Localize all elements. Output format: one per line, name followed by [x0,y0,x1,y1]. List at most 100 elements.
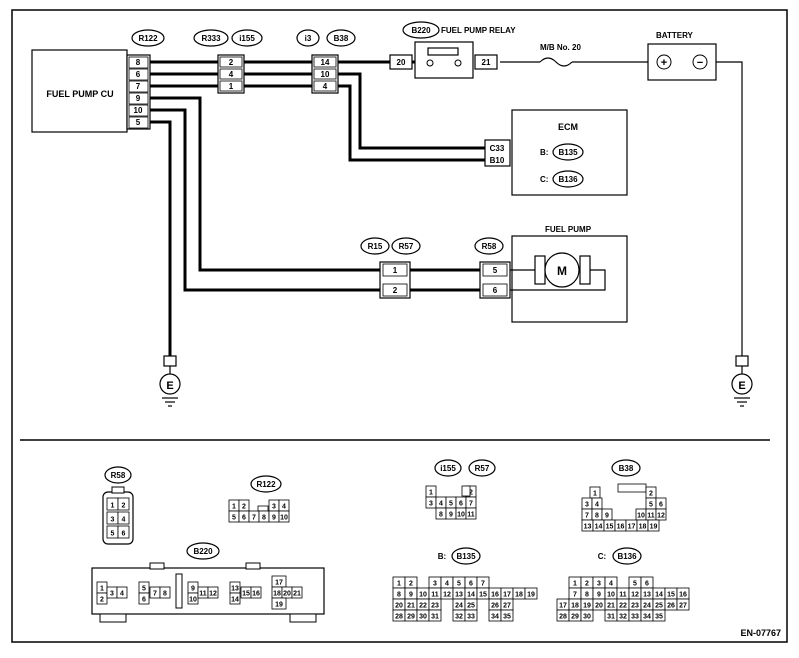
face-b136-r2-pin-22: 22 [619,603,627,610]
face-b136-r2-pin-25: 25 [655,603,663,610]
face-b135-r2-pin-22: 22 [419,603,427,610]
ecm-label: ECM [558,122,578,132]
battery-plus-terminal [656,54,672,70]
face-b136-r1-pin-10: 10 [607,592,615,599]
face-b220-l-cell [250,586,262,599]
face-b136-r3-cell [580,609,594,622]
face-b220-f-cell [159,586,171,599]
r333-pill [193,29,229,47]
b38-pill [326,29,356,47]
face-b135-r1-pin-14: 14 [467,592,475,599]
face-r58-pill [104,466,132,484]
ecm-b-conn: B135 [558,148,578,157]
face-b38-r3b-cell [655,508,667,521]
motor-icon [544,252,580,288]
fuel-pump-label: FUEL PUMP [545,225,592,234]
face-r122-key [257,505,269,512]
face-r122-bottom-pin-10: 10 [280,515,288,522]
face-b220-foot-right [289,613,317,623]
i3-connector: 14 10 4 [311,54,339,94]
face-r58-latch [111,486,125,494]
face-b135-r1-cell [524,587,538,600]
r15-connector: 1 2 [379,261,411,299]
r15-pill [360,237,390,255]
face-b220-e-cell [138,592,150,605]
face-b135-r0-pin-3: 3 [433,581,437,588]
face-b38-r3a-pin-9: 9 [605,513,609,520]
battery-minus: − [697,57,703,69]
face-b135-r3-pin-29: 29 [407,614,415,621]
face-b220-c-pin-3: 3 [110,591,114,598]
face-b135-r0-pin-1: 1 [397,581,401,588]
r58-label: R58 [482,242,497,251]
face-i155-pill [434,459,462,477]
face-b220-pill [186,542,220,560]
face-i155-r1-pin-1: 1 [429,490,433,497]
r333-connector: 2 4 1 [217,54,245,94]
face-b220-k-pin-14: 14 [231,597,239,604]
ground-left: E [159,355,181,407]
ground-right-letter: E [738,380,745,392]
ecu-pin-6: 6 [136,70,141,79]
r333-pin-4: 4 [229,70,234,79]
face-b220-n-pin-20: 20 [283,591,291,598]
face-b135-r2-pin-27: 27 [503,603,511,610]
face-b135-r3-pin-34: 34 [491,614,499,621]
face-b135-pill [451,547,481,565]
face-b136-r2-pin-27: 27 [679,603,687,610]
face-r122-top-pin-4: 4 [282,504,286,511]
pump-connector: 5 6 [479,261,511,299]
face-b220-tab-right [245,562,261,570]
face-b220-tab-left [149,562,165,570]
relay-pin-20-box [389,54,413,70]
face-b135-r3-pin-32: 32 [455,614,463,621]
face-b220-o-cell [271,597,287,610]
face-r58-pin-5: 5 [111,531,115,538]
face-r122-label: R122 [256,480,276,489]
face-b220-f-pin-8: 8 [163,591,167,598]
face-b135-r1-pin-12: 12 [443,592,451,599]
face-i155-r3-cell [465,507,477,520]
face-b135-r1-pin-19: 19 [527,592,535,599]
face-b220-a-pin-1: 1 [100,586,104,593]
face-b220-d-pin-5: 5 [142,586,146,593]
face-b136-r0-pin-5: 5 [633,581,637,588]
face-b135-r2-pin-24: 24 [455,603,463,610]
i155-label: i155 [239,34,255,43]
face-b220-b-pin-2: 2 [100,597,104,604]
face-b38-r4-pin-16: 16 [617,524,625,531]
face-b38-r2b-pin-5: 5 [649,502,653,509]
face-r58-label: R58 [111,471,126,480]
ground-right: E [731,355,753,407]
b220-pill [402,21,440,39]
face-r122-bottom-pin-7: 7 [252,515,256,522]
r122-label: R122 [138,34,158,43]
face-b38-label: B38 [619,464,634,473]
r57-label: R57 [399,242,414,251]
relay-contact-a [426,59,434,67]
r57-pill [391,237,421,255]
face-b38-r3b-pin-10: 10 [637,513,645,520]
wire-pin5-ground [150,120,172,360]
face-b136-r3-pin-33: 33 [631,614,639,621]
r15-pin-1: 1 [393,266,398,275]
i3-pin-14: 14 [321,58,330,67]
b136-pill [552,170,584,188]
face-b135-r1-pin-11: 11 [431,592,439,599]
ground-right-icon [731,373,753,395]
face-b135-label: B135 [456,552,476,561]
face-b136-r1-pin-16: 16 [679,592,687,599]
face-b136-r0-pin-3: 3 [597,581,601,588]
face-b136-r1-pin-11: 11 [619,592,627,599]
face-b135-prefix: B: [438,552,446,561]
face-r58-cell [117,511,130,525]
face-b38-r4-pin-14: 14 [595,524,603,531]
face-b38-r4-pin-13: 13 [584,524,592,531]
face-b38-r4-pin-18: 18 [639,524,647,531]
face-i155-r2-pin-5: 5 [449,501,453,508]
face-b38-r4-cell [647,519,660,532]
face-b38-key [617,483,647,493]
ecu-connector: 8 6 7 9 10 5 [126,54,151,130]
face-r122-pill [250,475,282,493]
relay-pin-20: 20 [397,58,406,67]
